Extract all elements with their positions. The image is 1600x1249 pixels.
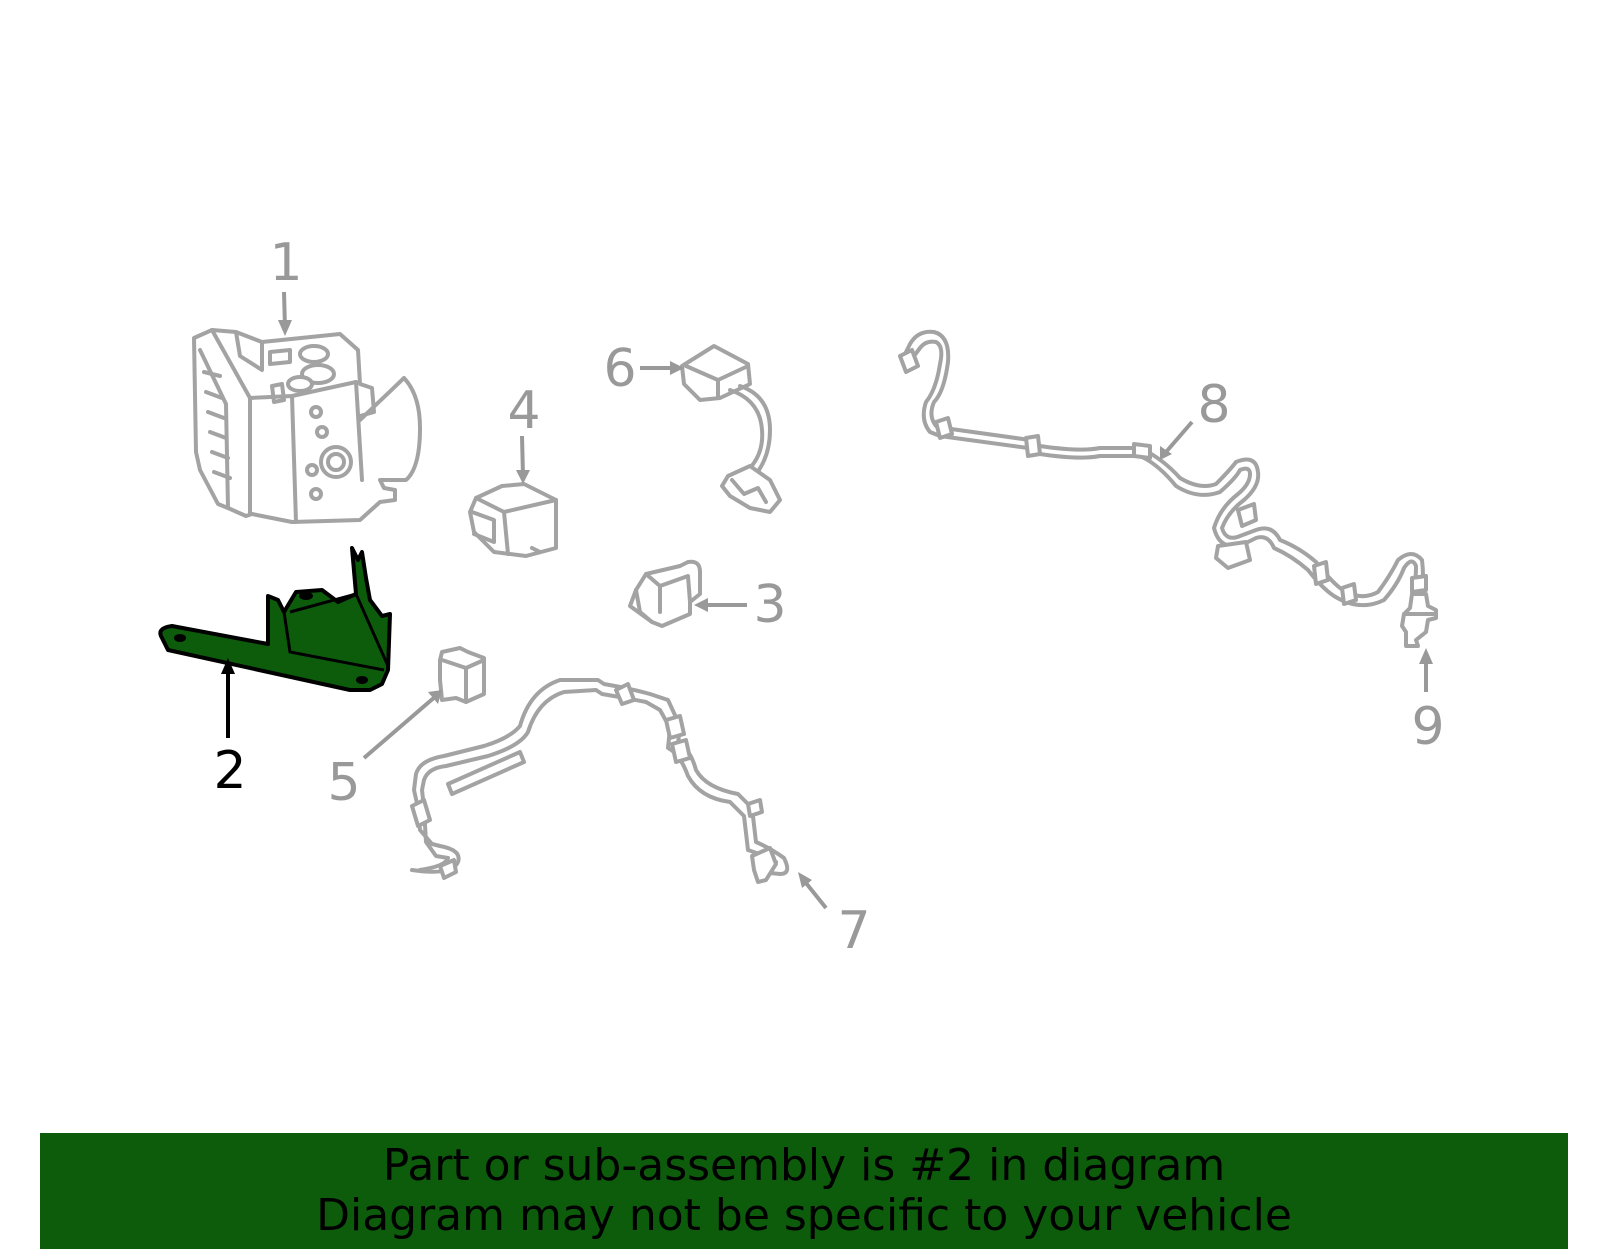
leader-4-arrowhead <box>516 470 530 484</box>
callout-8: 8 <box>1197 375 1230 435</box>
callout-5: 5 <box>327 753 360 813</box>
part-5-connector[interactable] <box>438 646 486 704</box>
banner-line-2: Diagram may not be specific to your vehi… <box>316 1190 1292 1241</box>
leader-8 <box>1164 420 1194 454</box>
callout-labels: 1 2 3 4 5 6 7 8 9 <box>213 233 1444 961</box>
leader-1-arrowhead <box>278 320 292 336</box>
leader-2-arrowhead <box>221 658 235 674</box>
part-4-module[interactable] <box>468 482 558 558</box>
leader-4 <box>520 435 525 477</box>
part-3-sensor[interactable] <box>628 559 702 628</box>
callout-9: 9 <box>1411 697 1444 757</box>
leader-9-arrowhead <box>1419 648 1433 664</box>
leader-lines <box>221 291 1433 910</box>
leader-5-arrowhead <box>428 690 442 704</box>
info-banner: Part or sub-assembly is #2 in diagram Di… <box>40 1133 1568 1249</box>
leader-8-arrowhead <box>1160 446 1172 460</box>
callout-2: 2 <box>213 741 246 801</box>
leader-5 <box>362 694 438 760</box>
leader-3-arrowhead <box>694 598 708 612</box>
leader-6-arrowhead <box>670 361 684 375</box>
leader-7-arrowhead <box>798 872 812 888</box>
callout-7: 7 <box>837 901 870 961</box>
part-1-abs-modulator[interactable] <box>192 328 422 524</box>
part-2-bracket[interactable] <box>158 546 392 692</box>
callout-4: 4 <box>507 381 540 441</box>
callout-3: 3 <box>753 575 786 635</box>
callout-1: 1 <box>269 233 302 293</box>
callout-6: 6 <box>603 339 636 399</box>
part-9-sensor[interactable] <box>1400 592 1438 648</box>
part-6-pigtail[interactable] <box>680 344 782 514</box>
part-7-harness[interactable] <box>410 678 790 884</box>
banner-line-1: Part or sub-assembly is #2 in diagram <box>382 1140 1226 1191</box>
part-8-harness[interactable] <box>898 329 1428 608</box>
